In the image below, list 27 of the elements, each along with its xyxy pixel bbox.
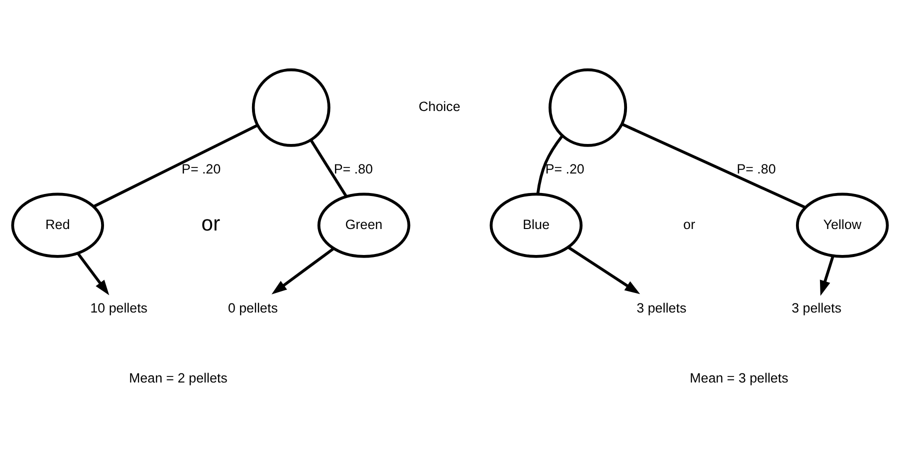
- connector: [92, 124, 258, 208]
- node-ellipse: Yellow: [796, 192, 889, 258]
- edge-label: P= .80: [334, 161, 373, 176]
- node-circle: [548, 68, 628, 147]
- node-ellipse: Red: [11, 192, 104, 258]
- connector: [621, 122, 806, 209]
- connector: [536, 134, 564, 194]
- connector: [310, 139, 348, 198]
- arrow: [820, 255, 834, 296]
- edge-label: P= .20: [545, 161, 584, 176]
- label: or: [683, 216, 696, 232]
- node-text: 3 pellets: [636, 300, 686, 316]
- node-text: 3 pellets: [792, 300, 842, 316]
- node-circle: [252, 68, 330, 147]
- node-ellipse: Green: [317, 192, 410, 258]
- arrow: [76, 252, 110, 296]
- label: or: [201, 212, 220, 236]
- node-text: 10 pellets: [90, 300, 148, 316]
- label: Choice: [418, 99, 460, 114]
- node-text: 0 pellets: [228, 300, 278, 316]
- arrow: [568, 246, 640, 294]
- arrow: [272, 248, 334, 294]
- node-ellipse: Blue: [490, 192, 583, 258]
- edge-label: P= .80: [736, 161, 776, 176]
- edge-label: P= .20: [182, 161, 221, 176]
- label: Mean = 3 pellets: [690, 370, 788, 386]
- label: Mean = 2 pellets: [128, 370, 228, 386]
